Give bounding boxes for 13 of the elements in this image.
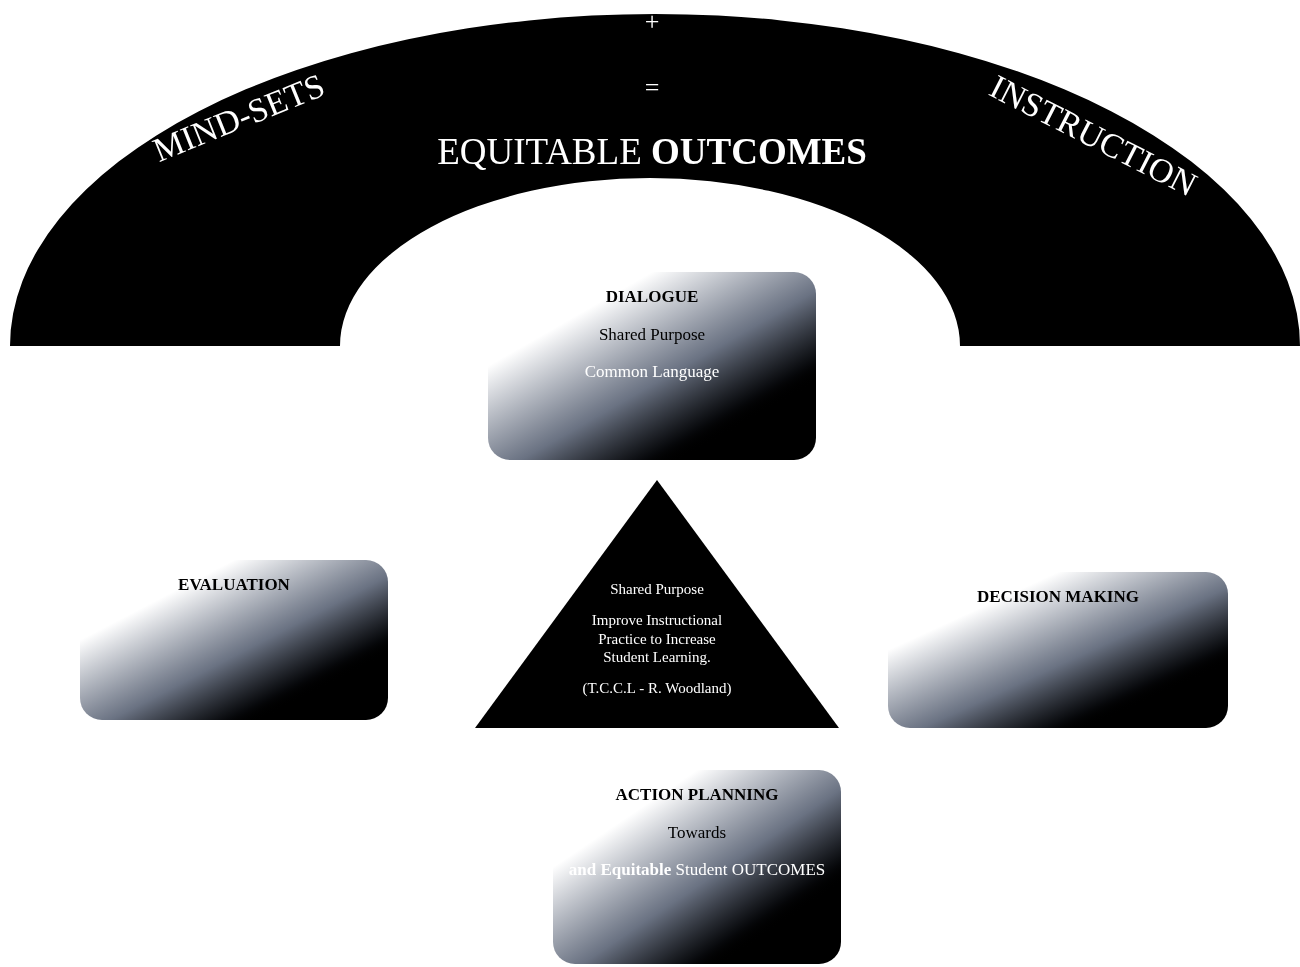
box-heading: DECISION MAKING xyxy=(977,586,1139,608)
box-heading: DIALOGUE xyxy=(605,286,699,308)
triangle-text: Shared Purpose xyxy=(610,580,704,599)
triangle-text: (T.C.C.L - R. Woodland) xyxy=(582,679,732,698)
equals-sign: = xyxy=(644,72,660,104)
plus-sign: + xyxy=(644,6,660,38)
box-text: Towards xyxy=(667,821,727,844)
box-text: Shared Purpose xyxy=(598,323,706,346)
box-heading: ACTION PLANNING xyxy=(615,784,779,806)
arch-title: EQUITABLE OUTCOMES xyxy=(437,130,867,174)
box-text: Common Language xyxy=(584,361,720,383)
box-heading: EVALUATION xyxy=(178,574,290,596)
triangle-text: Improve Instructional Practice to Increase Student Learning. xyxy=(590,610,724,667)
